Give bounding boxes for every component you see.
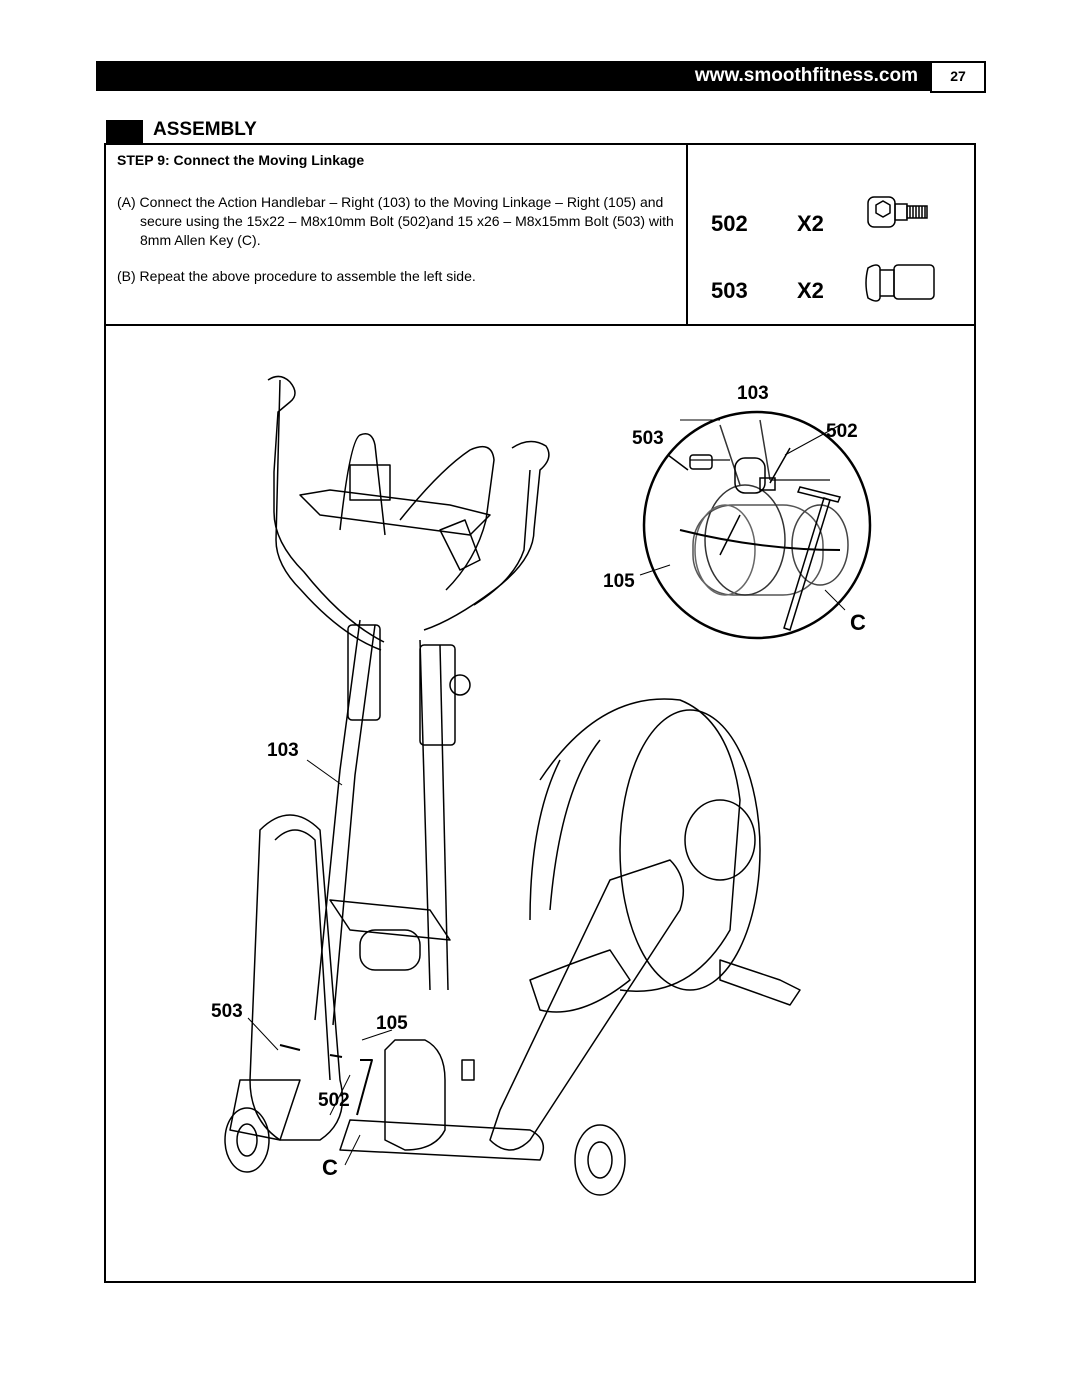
callout-allen-key-main: C: [322, 1155, 338, 1180]
website-url[interactable]: www.smoothfitness.com: [694, 65, 918, 86]
section-tab-marker: [106, 120, 143, 144]
callout-105-detail: 105: [603, 571, 635, 592]
callout-103-main: 103: [267, 740, 299, 761]
header-bar: www.smoothfitness.com: [96, 61, 930, 91]
callout-105-main: 105: [376, 1013, 408, 1034]
frame-divider-horizontal: [104, 324, 976, 326]
callout-103-detail: 103: [737, 383, 769, 404]
part-code-502: 502: [711, 211, 748, 236]
callout-503-main: 503: [211, 1001, 243, 1022]
step-title: STEP 9: Connect the Moving Linkage: [117, 152, 365, 168]
step-instruction-b: (B) Repeat the above procedure to assemb…: [117, 268, 476, 284]
page-header: www.smoothfitness.com 27: [96, 61, 986, 93]
callout-502-main: 502: [318, 1090, 350, 1111]
callout-502-detail: 502: [826, 421, 858, 442]
detail-magnifier: [642, 410, 872, 640]
page-number-box: 27: [930, 61, 986, 93]
section-title: ASSEMBLY: [153, 119, 257, 140]
step-instruction-a: (A) Connect the Action Handlebar – Right…: [117, 194, 674, 248]
part-qty-502: X2: [797, 211, 824, 236]
callout-allen-key-detail: C: [850, 610, 866, 635]
page-number: 27: [950, 68, 966, 84]
instruction-frame: [104, 143, 976, 1283]
elliptical-trainer-drawing: [224, 375, 801, 1196]
flange-bolt-icon: [865, 264, 935, 302]
callout-503-detail: 503: [632, 428, 664, 449]
hex-socket-bolt-icon: [867, 196, 928, 228]
part-qty-503: X2: [797, 278, 824, 303]
part-code-503: 503: [711, 278, 748, 303]
frame-divider-vertical: [686, 143, 688, 326]
